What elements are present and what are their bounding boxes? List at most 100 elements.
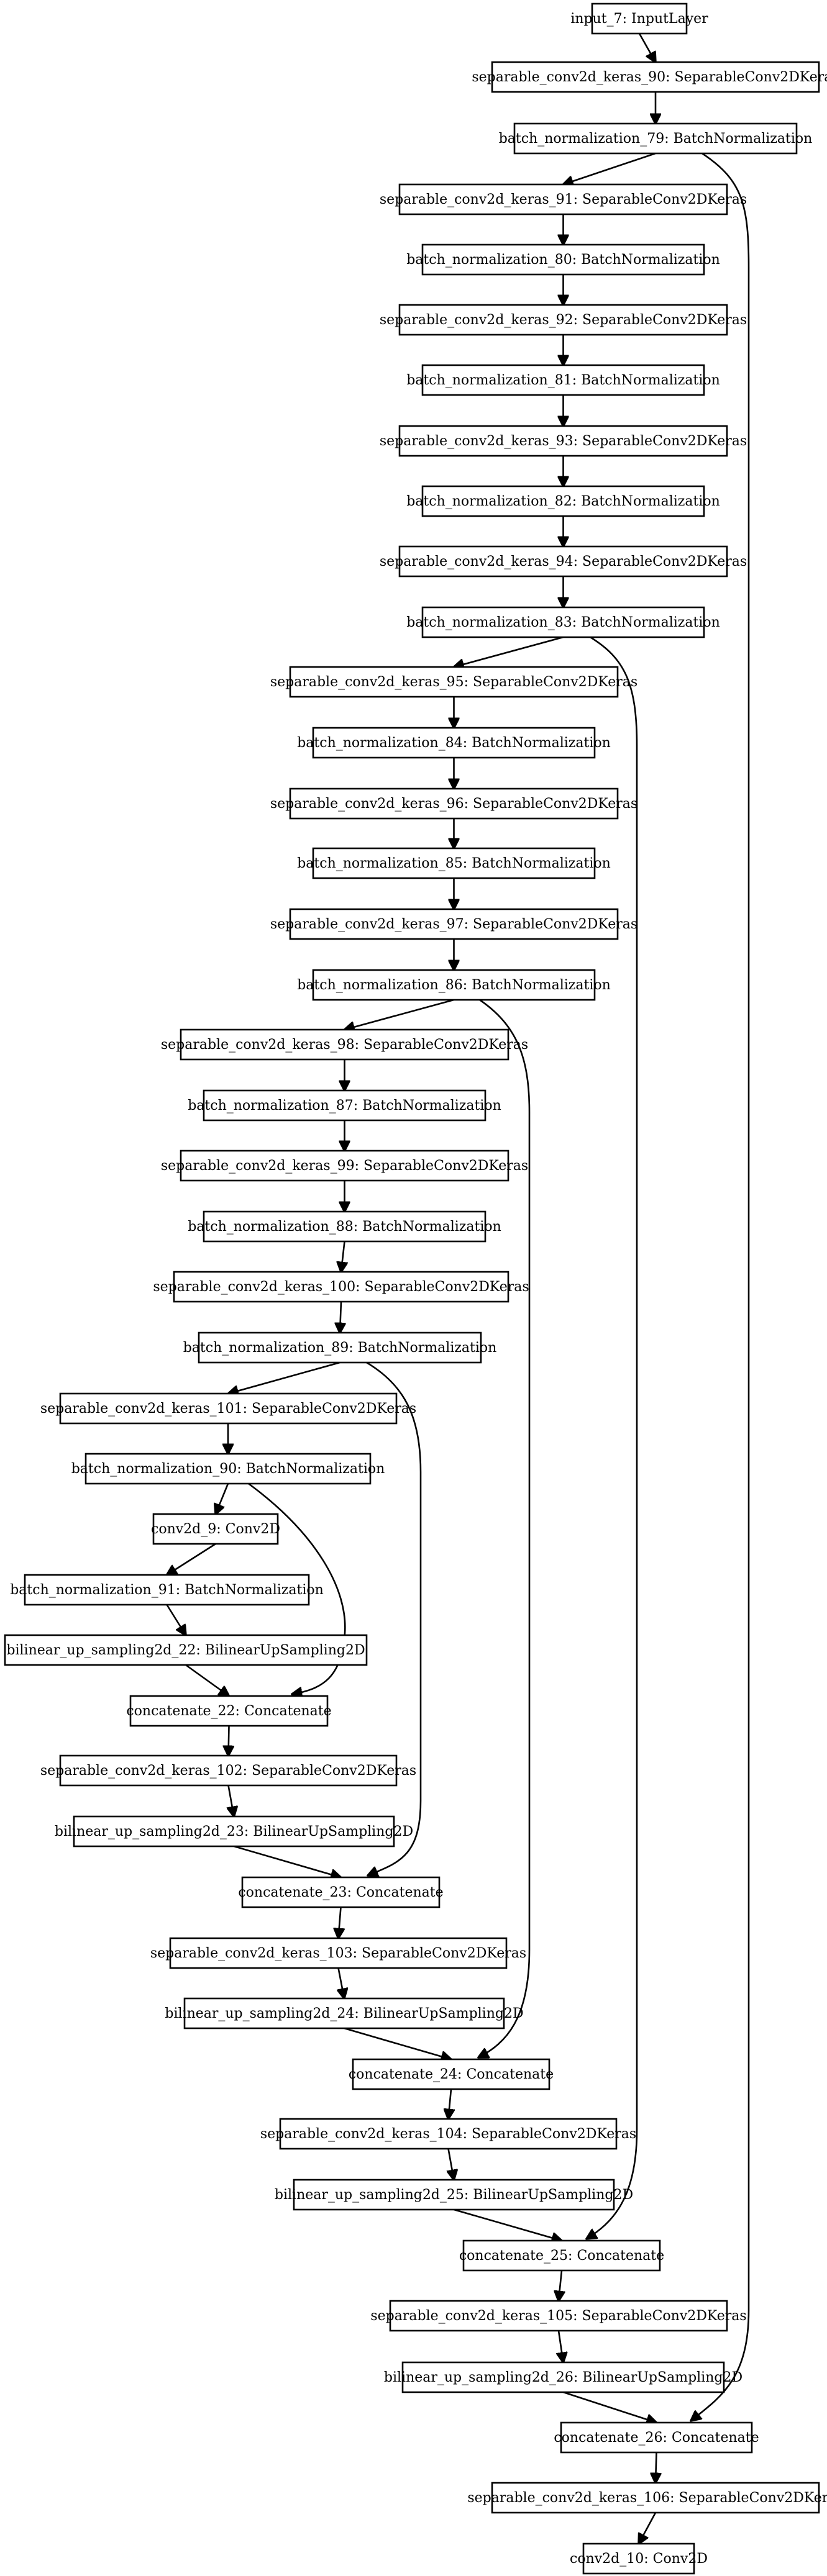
layer-label: separable_conv2d_keras_97: SeparableConv… bbox=[270, 917, 637, 932]
layer-node-n18: separable_conv2d_keras_98: SeparableConv… bbox=[161, 1028, 528, 1061]
layer-node-n2: separable_conv2d_keras_90: SeparableConv… bbox=[472, 61, 827, 93]
layer-label: batch_normalization_87: BatchNormalizati… bbox=[188, 1098, 501, 1113]
layer-node-n15: batch_normalization_85: BatchNormalizati… bbox=[297, 847, 611, 879]
layer-node-n9: batch_normalization_82: BatchNormalizati… bbox=[406, 485, 720, 517]
layer-box bbox=[289, 908, 619, 940]
layer-node-n33: separable_conv2d_keras_103: SeparableCon… bbox=[150, 1937, 526, 1969]
layer-box bbox=[129, 1695, 329, 1727]
layer-box bbox=[421, 485, 705, 517]
layer-label: separable_conv2d_keras_98: SeparableConv… bbox=[161, 1037, 528, 1053]
layer-box bbox=[513, 122, 798, 155]
layer-box bbox=[279, 2118, 618, 2150]
layer-box bbox=[389, 2300, 728, 2332]
layer-label: bilinear_up_sampling2d_26: BilinearUpSam… bbox=[384, 2370, 742, 2385]
layer-box bbox=[203, 1210, 487, 1243]
edge-n41-n42 bbox=[656, 2452, 657, 2483]
layer-box bbox=[289, 666, 619, 698]
layer-box bbox=[352, 2058, 551, 2090]
edge-n1-n2 bbox=[638, 33, 656, 62]
edge-n37-n38 bbox=[454, 2208, 562, 2241]
edge-n42-n43 bbox=[639, 2512, 657, 2544]
layer-box bbox=[180, 1028, 509, 1061]
layer-box bbox=[4, 1634, 368, 1666]
layer-node-n32: concatenate_23: Concatenate bbox=[238, 1876, 444, 1908]
layer-box bbox=[173, 1271, 509, 1303]
layer-box bbox=[180, 1150, 509, 1182]
layer-label: separable_conv2d_keras_92: SeparableConv… bbox=[380, 312, 747, 328]
layer-node-n24: separable_conv2d_keras_101: SeparableCon… bbox=[40, 1392, 416, 1425]
layer-box bbox=[401, 2361, 725, 2393]
layer-label: batch_normalization_81: BatchNormalizati… bbox=[406, 373, 720, 388]
layer-node-n1: input_7: InputLayer bbox=[570, 2, 708, 35]
layer-label: batch_normalization_82: BatchNormalizati… bbox=[406, 494, 720, 509]
edge-n23-n24 bbox=[229, 1361, 340, 1394]
layer-node-n26: conv2d_9: Conv2D bbox=[151, 1513, 280, 1545]
layer-node-n34: bilinear_up_sampling2d_24: BilinearUpSam… bbox=[165, 1997, 524, 2030]
layer-label: separable_conv2d_keras_91: SeparableConv… bbox=[380, 192, 747, 207]
node-layer: input_7: InputLayer separable_conv2d_kera… bbox=[4, 2, 827, 2575]
layer-node-n21: batch_normalization_88: BatchNormalizati… bbox=[188, 1210, 501, 1243]
edge-n17-n35 bbox=[478, 999, 531, 2057]
layer-label: separable_conv2d_keras_105: SeparableCon… bbox=[370, 2308, 746, 2324]
edge-n32-n33 bbox=[339, 1907, 341, 1938]
layer-label: separable_conv2d_keras_96: SeparableConv… bbox=[270, 796, 637, 812]
edge-n35-n36 bbox=[449, 2088, 452, 2119]
layer-node-n40: bilinear_up_sampling2d_26: BilinearUpSam… bbox=[384, 2361, 742, 2393]
layer-node-n13: batch_normalization_84: BatchNormalizati… bbox=[297, 727, 611, 759]
layer-node-n10: separable_conv2d_keras_94: SeparableConv… bbox=[380, 545, 747, 578]
layer-box bbox=[591, 2, 688, 35]
layer-node-n38: concatenate_25: Concatenate bbox=[459, 2239, 664, 2272]
layer-node-n27: batch_normalization_91: BatchNormalizati… bbox=[10, 1574, 324, 1606]
edge-n31-n32 bbox=[234, 1845, 341, 1877]
layer-label: bilinear_up_sampling2d_24: BilinearUpSam… bbox=[165, 2006, 523, 2021]
edge-n23-n32 bbox=[367, 1361, 422, 1875]
layer-node-n42: separable_conv2d_keras_106: SeparableCon… bbox=[467, 2482, 827, 2514]
layer-label: batch_normalization_85: BatchNormalizati… bbox=[297, 856, 611, 871]
layer-box bbox=[398, 183, 728, 215]
edge-n3-n41 bbox=[691, 152, 750, 2421]
layer-label: batch_normalization_88: BatchNormalizati… bbox=[188, 1219, 501, 1235]
layer-box bbox=[59, 1754, 398, 1787]
edge-n3-n4 bbox=[564, 152, 656, 184]
layer-label: batch_normalization_79: BatchNormalizati… bbox=[499, 131, 813, 147]
layer-node-n7: batch_normalization_81: BatchNormalizati… bbox=[406, 364, 720, 396]
layer-label: separable_conv2d_keras_90: SeparableConv… bbox=[472, 70, 827, 85]
layer-node-n4: separable_conv2d_keras_91: SeparableConv… bbox=[380, 183, 747, 215]
layer-box bbox=[491, 61, 820, 93]
layer-label: separable_conv2d_keras_103: SeparableCon… bbox=[150, 1946, 526, 1961]
layer-node-n12: separable_conv2d_keras_95: SeparableConv… bbox=[270, 666, 637, 698]
layer-node-n3: batch_normalization_79: BatchNormalizati… bbox=[499, 122, 813, 155]
layer-box bbox=[85, 1453, 372, 1485]
edge-n28-n29 bbox=[185, 1664, 229, 1696]
edge-n11-n38 bbox=[587, 636, 638, 2239]
layer-label: separable_conv2d_keras_95: SeparableConv… bbox=[270, 674, 637, 690]
layer-label: separable_conv2d_keras_106: SeparableCon… bbox=[467, 2490, 827, 2506]
layer-node-n31: bilinear_up_sampling2d_23: BilinearUpSam… bbox=[55, 1815, 413, 1848]
layer-node-n35: concatenate_24: Concatenate bbox=[349, 2058, 554, 2090]
layer-label: separable_conv2d_keras_99: SeparableConv… bbox=[161, 1158, 528, 1174]
layer-label: separable_conv2d_keras_93: SeparableConv… bbox=[380, 433, 747, 449]
layer-box bbox=[289, 787, 619, 820]
edge-n27-n28 bbox=[166, 1604, 186, 1635]
edge-n17-n18 bbox=[345, 999, 454, 1030]
layer-box bbox=[198, 1331, 482, 1364]
edge-n30-n31 bbox=[229, 1785, 234, 1816]
layer-label: conv2d_10: Conv2D bbox=[570, 2551, 708, 2567]
layer-box bbox=[59, 1392, 398, 1425]
layer-node-n28: bilinear_up_sampling2d_22: BilinearUpSam… bbox=[4, 1634, 368, 1666]
layer-box bbox=[152, 1513, 279, 1545]
layer-label: separable_conv2d_keras_100: SeparableCon… bbox=[153, 1279, 529, 1295]
edge-n39-n40 bbox=[559, 2330, 564, 2362]
layer-box bbox=[398, 425, 728, 457]
layer-box bbox=[24, 1574, 310, 1606]
layer-box bbox=[491, 2482, 820, 2514]
layer-box bbox=[560, 2421, 753, 2454]
layer-box bbox=[312, 847, 596, 879]
edge-n11-n12 bbox=[454, 636, 564, 667]
layer-node-n41: concatenate_26: Concatenate bbox=[554, 2421, 759, 2454]
layer-label: input_7: InputLayer bbox=[570, 11, 708, 27]
layer-box bbox=[169, 1937, 508, 1969]
layer-node-n5: batch_normalization_80: BatchNormalizati… bbox=[406, 243, 720, 276]
layer-node-n11: batch_normalization_83: BatchNormalizati… bbox=[406, 606, 720, 638]
layer-label: concatenate_25: Concatenate bbox=[459, 2248, 664, 2264]
